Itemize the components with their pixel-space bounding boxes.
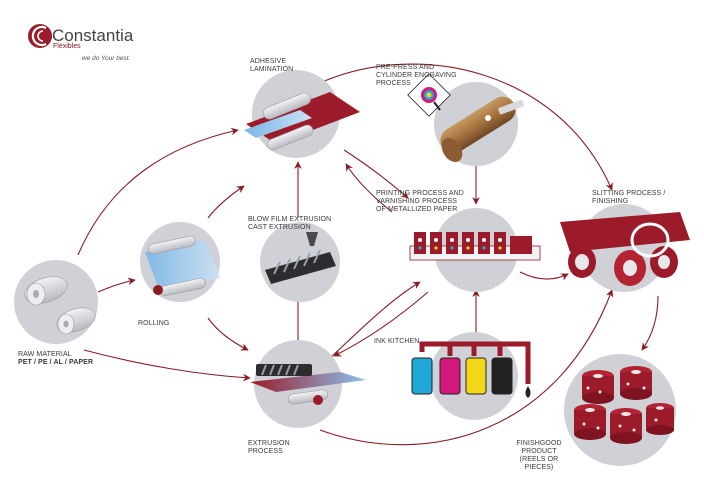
finishgood-line1: FINISHGOOD	[516, 440, 562, 447]
prepress-label: PRE-PRESS AND CYLINDER ENGRAVING PROCESS	[376, 64, 457, 88]
adhesive-line2: LAMINATION	[250, 66, 294, 73]
blowfilm-label: BLOW FILM EXTRUSION CAST EXTRUSION	[248, 216, 331, 232]
arrow-extrusion-to-printing	[327, 281, 421, 361]
extruder-screw-icon	[265, 232, 336, 284]
adhesive-label: ADHESIVE LAMINATION	[250, 58, 293, 74]
raw-material-sub: PET / PE / AL / PAPER	[18, 359, 94, 366]
slitting-rolls-icon	[560, 212, 690, 286]
flow-arrows	[77, 63, 659, 446]
node-printing	[409, 208, 541, 292]
extrusion-icon	[250, 364, 366, 405]
slitting-line1: SLITTING PROCESS /	[592, 190, 666, 197]
finishgood-label: FINISHGOOD PRODUCT (REELS OR PIECES)	[508, 440, 570, 472]
blowfilm-line2: CAST EXTRUSION	[248, 224, 311, 231]
raw-material-label: RAW MATERIAL PET / PE / AL / PAPER	[18, 351, 93, 367]
brand-tagline: we do Your best.	[82, 55, 131, 62]
prepress-line3: PROCESS	[376, 80, 411, 87]
arrow-rolling-to-adhesive	[207, 185, 245, 219]
brand-subname: Flexibles	[53, 43, 81, 50]
node-prepress	[407, 73, 524, 166]
prepress-line1: PRE-PRESS AND	[376, 64, 435, 71]
finishgood-line4: PIECES)	[524, 464, 554, 471]
arrow-raw-to-rolling	[97, 277, 136, 293]
node-rolling	[140, 222, 220, 302]
finishgood-line3: (REELS OR	[519, 456, 559, 463]
node-raw-material	[14, 260, 98, 344]
arrow-printing-to-slitting	[519, 271, 569, 281]
arrow-raw-to-adhesive	[77, 127, 239, 256]
lamination-icon	[244, 92, 360, 151]
constantia-logo-icon	[28, 24, 52, 48]
adhesive-line1: ADHESIVE	[250, 58, 287, 65]
node-finishgood	[564, 354, 676, 466]
arrow-adhesive-to-slitting	[321, 63, 613, 191]
arrow-raw-to-extrusion	[83, 349, 251, 382]
node-blow-film	[260, 222, 340, 302]
node-slitting	[560, 204, 690, 292]
prepress-line2: CYLINDER ENGRAVING	[376, 72, 457, 79]
printing-line3: OF METALLIZED PAPER	[376, 206, 458, 213]
brand-name: Constantia	[52, 26, 134, 45]
arrow-slitting-to-finish	[641, 295, 659, 351]
slitting-line2: FINISHING	[592, 198, 629, 205]
rolling-label: ROLLING	[138, 320, 170, 327]
cmyk-target-icon	[407, 73, 451, 117]
extrusion-line1: EXTRUSION	[248, 440, 290, 447]
printing-line1: PRINTING PROCESS AND	[376, 190, 464, 197]
printing-press-icon	[409, 232, 541, 261]
film-rolls-icon	[24, 276, 96, 335]
printing-line2: VARNISHING PROCESS	[376, 198, 458, 205]
finishgood-line2: PRODUCT	[521, 448, 557, 455]
arrow-printing-to-adhesive	[345, 163, 393, 213]
engraving-cylinder-icon	[407, 73, 524, 163]
node-extrusion	[250, 340, 366, 428]
printing-label: PRINTING PROCESS AND VARNISHING PROCESS …	[376, 190, 464, 214]
inkkitchen-label: INK KITCHEN	[374, 338, 420, 345]
arrow-extrusion-to-slitting	[319, 289, 614, 446]
extrusion-label: EXTRUSION PROCESS	[248, 440, 290, 456]
rolling-icon	[145, 235, 220, 297]
arrow-printing-to-extrusion	[333, 291, 429, 357]
arrow-rolling-to-extrusion	[207, 317, 249, 351]
slitting-label: SLITTING PROCESS / FINISHING	[592, 190, 665, 206]
ink-tanks-icon	[411, 341, 531, 398]
node-ink-kitchen	[411, 332, 531, 420]
blowfilm-line1: BLOW FILM EXTRUSION	[248, 216, 332, 223]
finished-reels-icon	[574, 366, 674, 444]
raw-material-title: RAW MATERIAL	[18, 351, 72, 358]
node-adhesive-lamination	[244, 70, 360, 158]
arrow-adhesive-to-printing	[343, 149, 409, 199]
extrusion-line2: PROCESS	[248, 448, 283, 455]
